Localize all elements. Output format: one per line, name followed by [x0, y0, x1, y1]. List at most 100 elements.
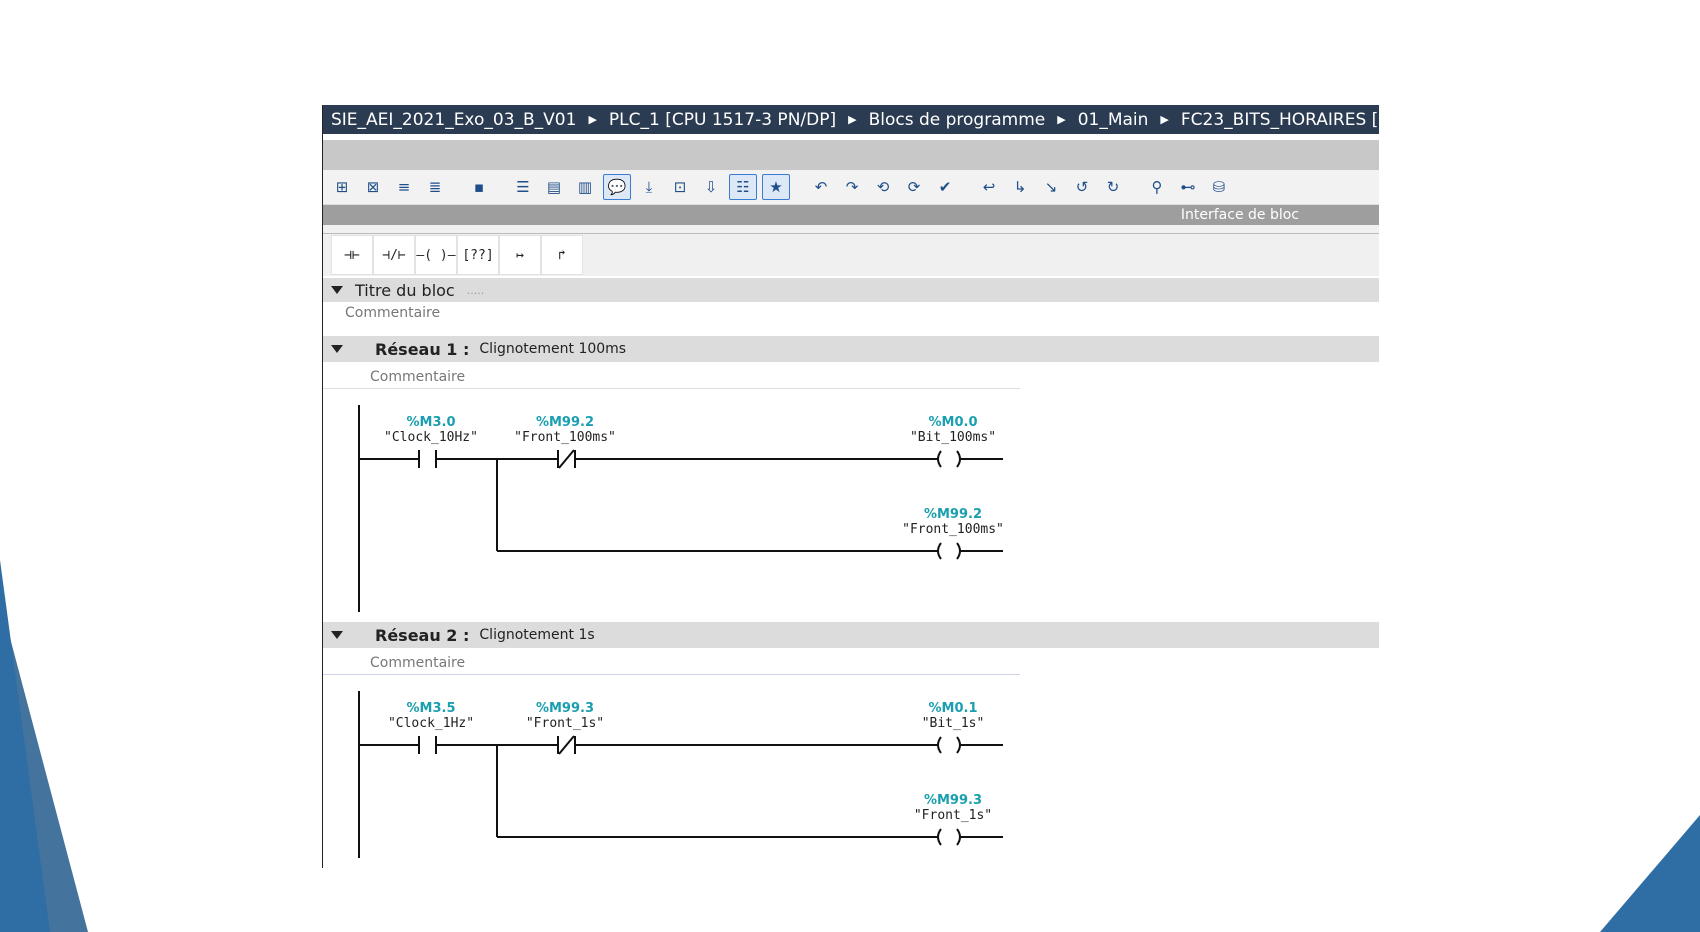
coil-1-left-arc [937, 736, 942, 754]
breadcrumb-block[interactable]: FC23_BITS_HORAIRES [FC23] [1180, 109, 1379, 130]
coil-2-symbol: "Front_100ms" [902, 522, 1004, 537]
network-2-header[interactable]: Réseau 2 : Clignotement 1s [323, 622, 1379, 648]
header-strip [323, 140, 1379, 170]
network-2-title[interactable]: Clignotement 1s [479, 627, 595, 643]
step-icon[interactable]: ↳ [1013, 178, 1027, 196]
favorites-icon[interactable]: ★ [762, 174, 790, 200]
breadcrumb-separator-icon: ▶ [588, 113, 597, 126]
network-1-label: Réseau 1 : [375, 339, 470, 359]
list-icon[interactable]: ☷ [729, 174, 757, 200]
block-interface-label: Interface de bloc [1180, 207, 1299, 223]
favorites-instruction-bar: ⊣⊢ ⊣/⊢ –( )– [??] ↦ ↱ [323, 234, 1379, 276]
contact-2-symbol: "Front_1s" [525, 716, 605, 731]
download-icon[interactable]: ⤓ [645, 178, 653, 196]
decor-right-shape [1600, 815, 1700, 932]
network-1-comment[interactable]: Commentaire [323, 366, 1020, 389]
insert-row-icon[interactable]: ≡ [397, 178, 411, 196]
coil-2-symbol: "Front_1s" [913, 808, 993, 823]
coil-1-address: %M0.1 [928, 701, 978, 716]
refresh-icon[interactable]: ↺ [1075, 178, 1089, 196]
reference-icon[interactable]: ⚲ [1151, 178, 1163, 196]
coil-1-symbol: "Bit_1s" [921, 716, 985, 731]
next-error-icon[interactable]: ⟲ [876, 178, 890, 196]
transfer-icon[interactable]: ↻ [1106, 178, 1120, 196]
collapse-triangle-icon[interactable] [331, 345, 343, 353]
coil-2-left-arc [937, 828, 942, 846]
contact-1-address: %M3.0 [406, 415, 456, 430]
clear-icon[interactable]: ▪ [473, 178, 485, 196]
coil-1-left-arc [937, 450, 942, 468]
network-1-rungs [359, 449, 1003, 560]
previous-error-icon[interactable]: ↷ [845, 178, 859, 196]
collapse-triangle-icon[interactable] [331, 286, 343, 294]
call-icon[interactable]: ⇩ [704, 178, 718, 196]
coil-1-right-arc [956, 450, 961, 468]
insert-network-icon[interactable]: ⊞ [335, 178, 349, 196]
block-interface-splitter[interactable] [323, 225, 1379, 234]
contact-1-labels: %M3.5 "Clock_1Hz" [371, 701, 491, 731]
contact-1-symbol: "Clock_10Hz" [384, 430, 478, 445]
contact-2-labels: %M99.2 "Front_100ms" [500, 415, 630, 445]
contact-1-labels: %M3.0 "Clock_10Hz" [371, 415, 491, 445]
contact-2-address: %M99.3 [535, 701, 595, 716]
breadcrumb-separator-icon: ▶ [1160, 113, 1169, 126]
breadcrumb-project[interactable]: SIE_AEI_2021_Exo_03_B_V01 [331, 109, 577, 130]
contact-2-negation [558, 449, 575, 469]
network-2-rungs [359, 735, 1003, 846]
coil-1-labels: %M0.0 "Bit_100ms" [883, 415, 1023, 445]
block-title-label: Titre du bloc [355, 280, 455, 300]
collapse-triangle-icon[interactable] [331, 631, 343, 639]
breadcrumb-program-blocks[interactable]: Blocs de programme [868, 109, 1046, 130]
breadcrumb: SIE_AEI_2021_Exo_03_B_V01 ▶ PLC_1 [CPU 1… [323, 105, 1379, 134]
contact-2-address: %M99.2 [535, 415, 595, 430]
jump-icon[interactable]: ↩ [982, 178, 996, 196]
go-to-error-icon[interactable]: ↶ [814, 178, 828, 196]
coil-2-left-arc [937, 542, 942, 560]
indent-icon[interactable]: ☰ [516, 178, 530, 196]
coil-2-address: %M99.2 [923, 507, 983, 522]
coil-button[interactable]: –( )– [415, 235, 457, 275]
step-into-icon[interactable]: ↘ [1044, 178, 1058, 196]
tia-portal-block-editor: SIE_AEI_2021_Exo_03_B_V01 ▶ PLC_1 [CPU 1… [322, 105, 1379, 868]
block-interface-bar[interactable]: Interface de bloc [323, 205, 1379, 225]
breadcrumb-separator-icon: ▶ [848, 113, 857, 126]
coil-1-symbol: "Bit_100ms" [909, 430, 997, 445]
coil-2-right-arc [956, 828, 961, 846]
close-all-icon[interactable]: ▥ [577, 178, 593, 196]
nc-contact-button[interactable]: ⊣/⊢ [373, 235, 415, 275]
coil-2-right-arc [956, 542, 961, 560]
network-1-ladder: %M3.0 "Clock_10Hz" %M99.2 "Front_100ms" … [323, 397, 1379, 612]
contact-2-labels: %M99.3 "Front_1s" [500, 701, 630, 731]
block-title-dots: ..... [466, 283, 485, 297]
network-1-header[interactable]: Réseau 1 : Clignotement 100ms [323, 336, 1379, 362]
network-2-comment[interactable]: Commentaire [323, 652, 1020, 675]
contact-2-symbol: "Front_100ms" [514, 430, 616, 445]
network-1-title[interactable]: Clignotement 100ms [479, 341, 627, 357]
open-all-icon[interactable]: ▤ [546, 178, 562, 196]
comment-icon[interactable]: 💬 [603, 174, 631, 200]
coil-2-labels: %M99.3 "Front_1s" [883, 793, 1023, 823]
coil-2-address: %M99.3 [923, 793, 983, 808]
breadcrumb-plc[interactable]: PLC_1 [CPU 1517-3 PN/DP] [608, 109, 837, 130]
compare-icon[interactable]: ⟳ [907, 178, 921, 196]
block-comment[interactable]: Commentaire [345, 305, 441, 321]
editor-toolbar: ⊞ ⊠ ≡ ≣ ▪ ☰ ▤ ▥ 💬 ⤓ ⊡ ⇩ ☷ ★ ↶ ↷ ⟲ ⟳ ✔ ↩ … [323, 170, 1379, 205]
network-2-ladder: %M3.5 "Clock_1Hz" %M99.3 "Front_1s" %M0.… [323, 683, 1379, 858]
breadcrumb-main[interactable]: 01_Main [1077, 109, 1149, 130]
coil-1-address: %M0.0 [928, 415, 978, 430]
empty-box-button[interactable]: [??] [457, 235, 499, 275]
watch-icon[interactable]: ⊷ [1180, 178, 1196, 196]
coil-1-right-arc [956, 736, 961, 754]
database-icon[interactable]: ⛁ [1212, 178, 1226, 196]
open-branch-button[interactable]: ↦ [499, 235, 541, 275]
accept-icon[interactable]: ✔ [938, 178, 952, 196]
close-branch-button[interactable]: ↱ [541, 235, 583, 275]
add-row-icon[interactable]: ≣ [428, 178, 442, 196]
delete-network-icon[interactable]: ⊠ [366, 178, 380, 196]
coil-2-labels: %M99.2 "Front_100ms" [883, 507, 1023, 537]
monitor-icon[interactable]: ⊡ [673, 178, 687, 196]
no-contact-button[interactable]: ⊣⊢ [331, 235, 373, 275]
block-title-header[interactable]: Titre du bloc ..... [323, 278, 1379, 302]
contact-1-symbol: "Clock_1Hz" [387, 716, 475, 731]
breadcrumb-separator-icon: ▶ [1057, 113, 1066, 126]
